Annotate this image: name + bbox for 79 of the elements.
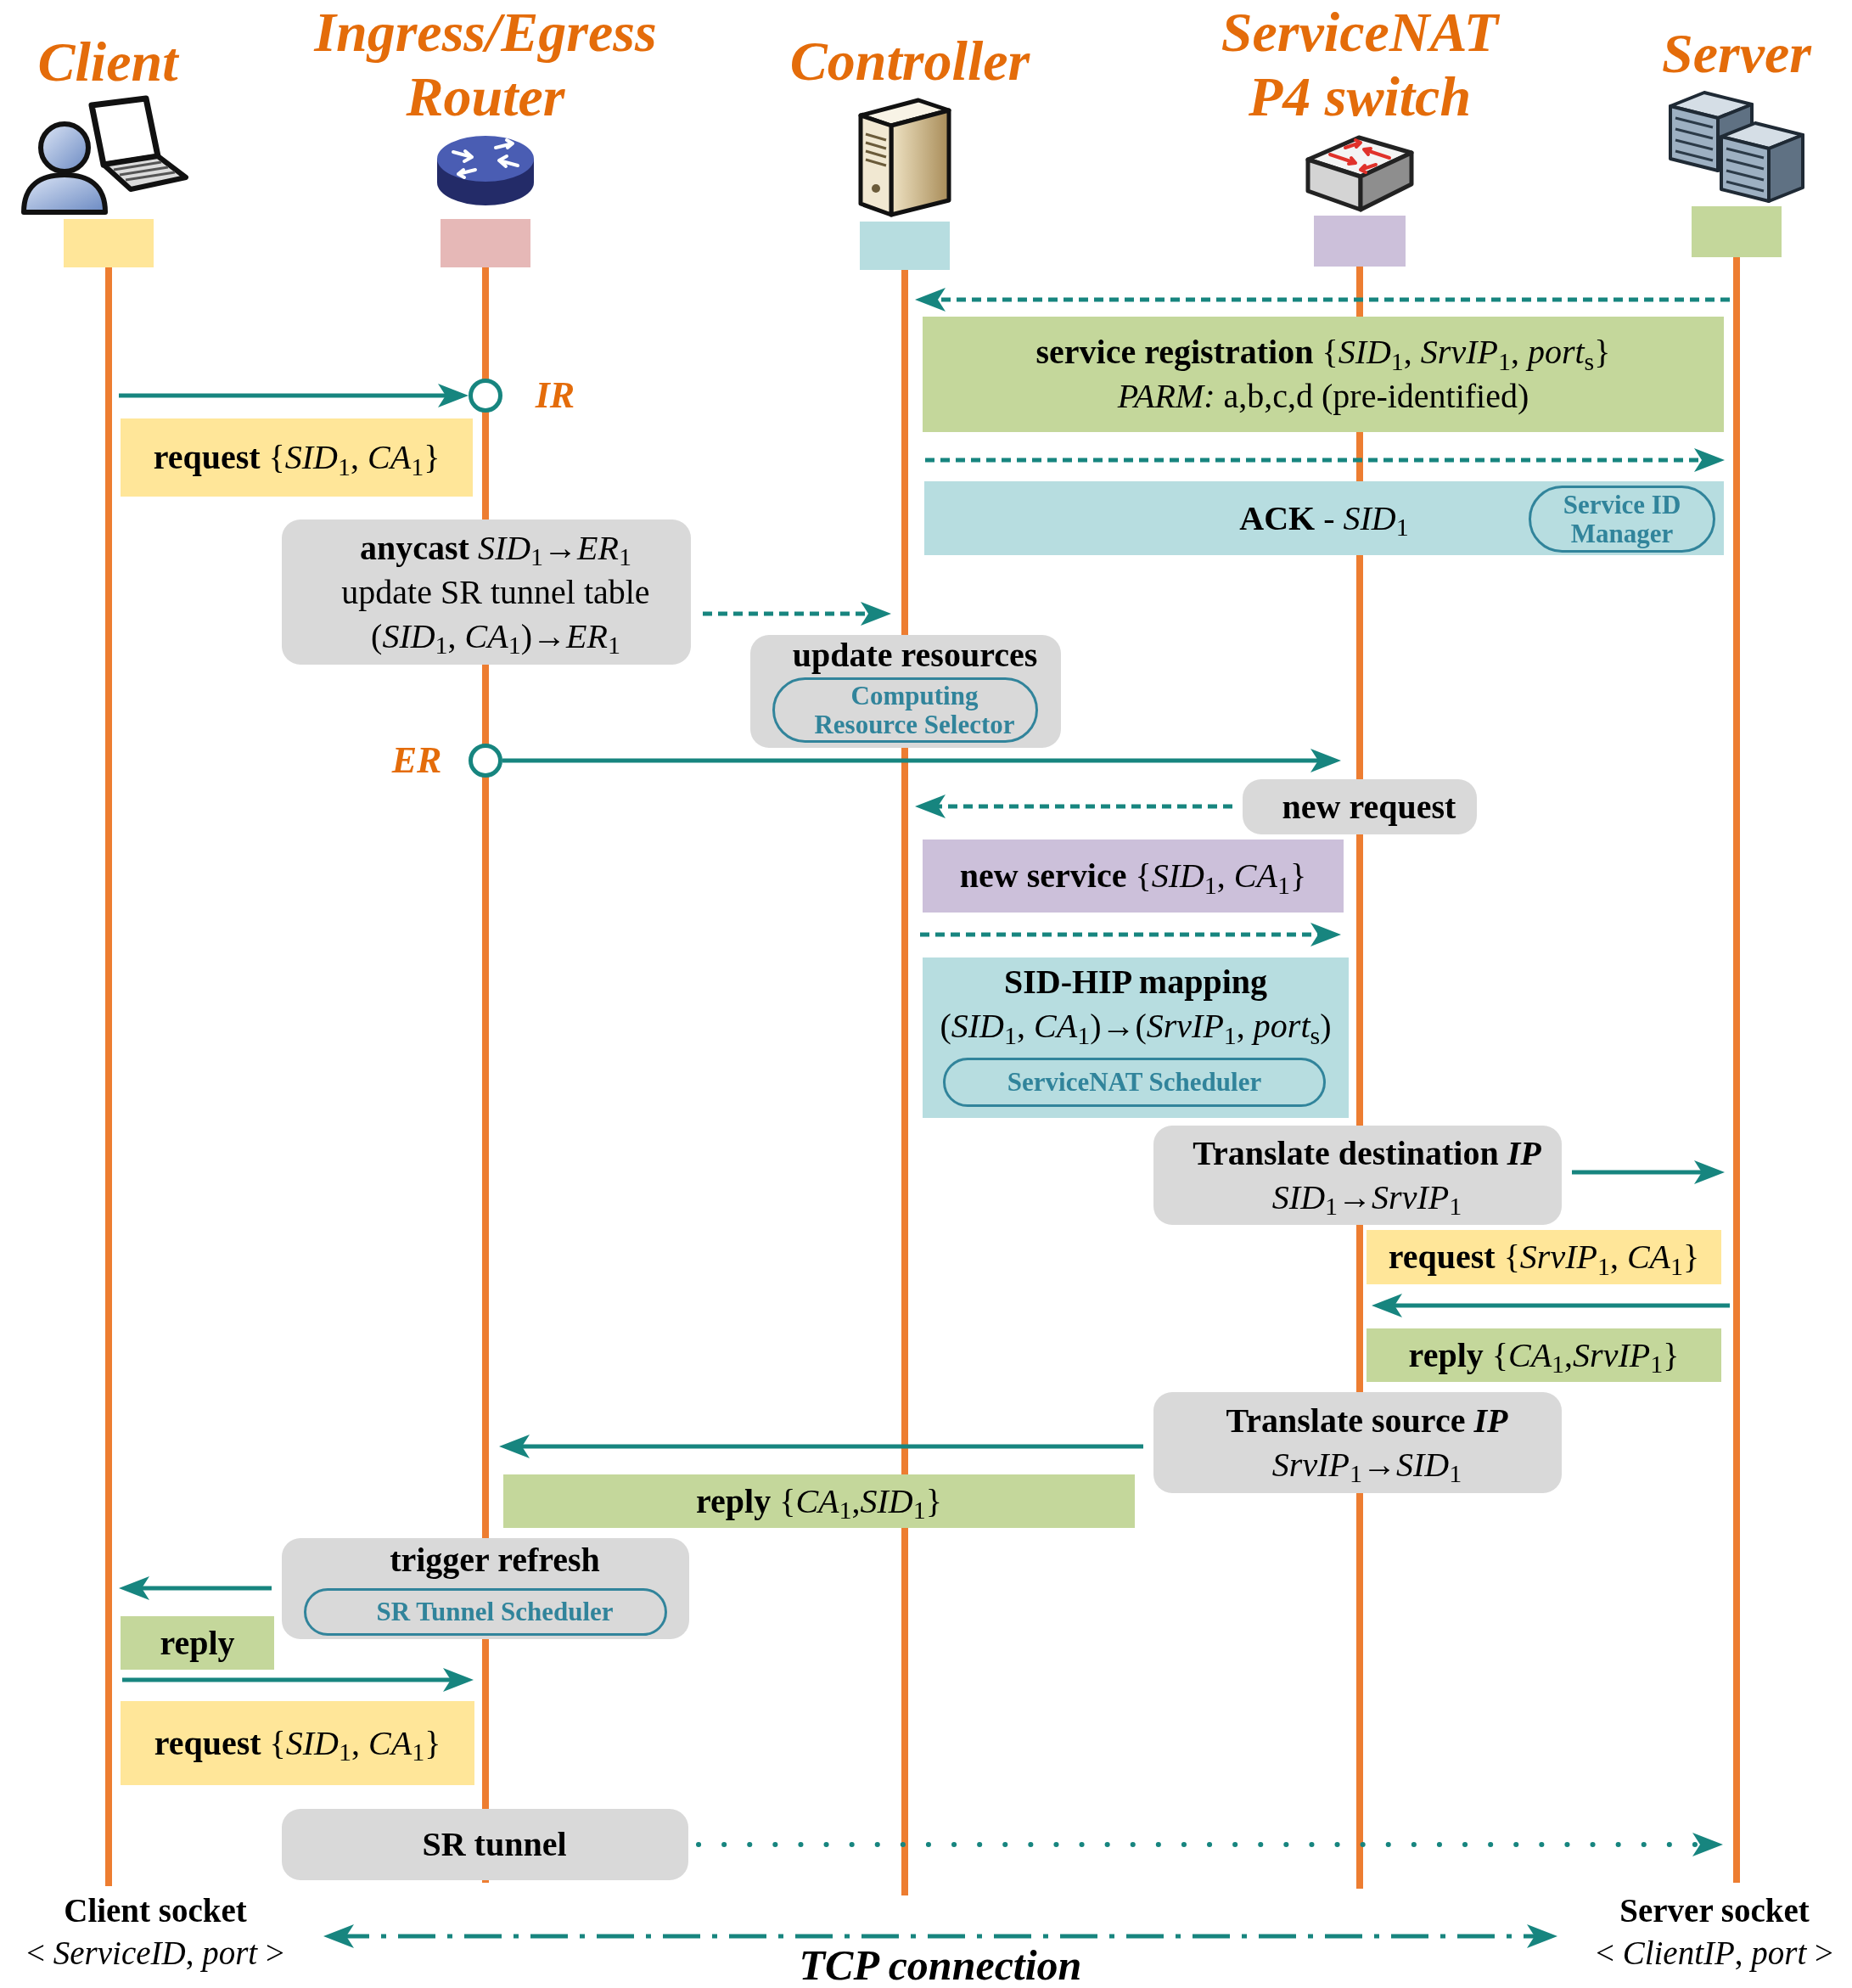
- step-box: [1243, 779, 1477, 834]
- message-text: request {SrvIP$_{1}$, CA$_{1}$}: [1388, 1237, 1700, 1279]
- participant-title: Controller: [789, 29, 1030, 93]
- arrow: [119, 384, 469, 407]
- message-text: new service {SID$_{1}$, CA$_{1}$}: [959, 856, 1307, 898]
- arrow: [1572, 1160, 1725, 1184]
- message-box: [1367, 1328, 1721, 1382]
- step-box: [1153, 1126, 1562, 1225]
- message-box: [1367, 1230, 1721, 1284]
- message-box: [121, 1701, 474, 1785]
- message-text: PARM: a,b,c,d (pre-identified): [1117, 376, 1529, 417]
- header-tab: [1314, 216, 1406, 267]
- dashed-arrow: [915, 795, 1232, 818]
- message-text: SID-HIP mapping: [1003, 962, 1268, 1002]
- module-label: Service ID Manager: [1562, 490, 1682, 548]
- socket-label: Server socket: [1619, 1891, 1810, 1930]
- message-text: service registration {SID$_{1}$, SrvIP$_{1}$, port$_{s}$}: [1035, 332, 1611, 374]
- arrow: [502, 749, 1341, 772]
- step-box: [282, 1809, 688, 1880]
- module-label: Computing Resource Selector: [813, 681, 1016, 739]
- message-box: [503, 1474, 1135, 1528]
- header-tab: [64, 219, 154, 267]
- arrow: [1372, 1294, 1730, 1317]
- step-box: [282, 1538, 689, 1639]
- participant-title: ServiceNAT P4 switch: [1220, 0, 1501, 129]
- double-dash-dot-arrow: [323, 1924, 1557, 1948]
- message-text: SrvIP$_{1}$→SID$_{1}$: [1271, 1444, 1462, 1487]
- message-text: (SID$_{1}$, CA$_{1}$)→(SrvIP$_{1}$, port$_{s}$): [940, 1006, 1332, 1048]
- arrow: [122, 1668, 474, 1692]
- interface-label: IR: [534, 373, 576, 418]
- header-tab: [441, 219, 530, 267]
- message-text: reply {CA$_{1}$,SrvIP$_{1}$}: [1408, 1334, 1680, 1378]
- lifeline: [1733, 257, 1740, 1883]
- socket-label: Client socket: [64, 1891, 247, 1930]
- step-box: [750, 635, 1061, 748]
- message-text: SID$_{1}$→SrvIP$_{1}$: [1271, 1177, 1462, 1220]
- dashed-arrow: [920, 923, 1341, 946]
- header-tab: [860, 222, 950, 270]
- message-box: [923, 840, 1344, 913]
- participant-title: Client: [37, 30, 178, 94]
- message-box: [923, 957, 1349, 1118]
- message-text: SR tunnel: [422, 1824, 567, 1865]
- message-box: [924, 481, 1724, 555]
- message-text: trigger refresh: [390, 1540, 600, 1581]
- participant-title: Server: [1662, 21, 1811, 86]
- message-text: update resources: [792, 637, 1038, 674]
- socket-label: < ClientIP, port >: [1595, 1934, 1834, 1974]
- lifeline: [105, 267, 112, 1886]
- message-box: [923, 317, 1724, 432]
- dashed-arrow: [925, 448, 1725, 472]
- dashed-arrow: [915, 288, 1730, 312]
- participant-title: Ingress/Egress Router: [312, 0, 658, 129]
- module-pill: [304, 1588, 667, 1636]
- dashed-arrow: [703, 602, 891, 626]
- message-text: request {SID$_{1}$, CA$_{1}$}: [154, 1722, 441, 1766]
- module-label: ServiceNAT Scheduler: [1007, 1068, 1262, 1097]
- arrow: [119, 1576, 272, 1600]
- message-text: reply {CA$_{1}$,SID$_{1}$}: [696, 1480, 942, 1524]
- module-pill: [943, 1058, 1326, 1107]
- message-text: reply: [160, 1622, 235, 1664]
- message-text: new request: [1282, 786, 1456, 828]
- message-box: [121, 1616, 274, 1670]
- message-box: [121, 418, 473, 497]
- dotted-arrow: [696, 1833, 1723, 1856]
- message-text: Translate destination IP: [1193, 1132, 1541, 1174]
- module-label: SR Tunnel Scheduler: [376, 1598, 614, 1626]
- message-text: update SR tunnel table (SID$_{1}$, CA$_{1}$)→ER$_{1}$: [340, 571, 651, 659]
- module-pill: [1529, 486, 1715, 553]
- socket-label: < ServiceID, port >: [26, 1934, 284, 1974]
- message-text: Translate source IP: [1226, 1400, 1508, 1441]
- message-text: request {SID$_{1}$, CA$_{1}$}: [153, 437, 441, 480]
- interface-label: ER: [390, 738, 443, 783]
- message-text: anycast SID$_{1}$→ER$_{1}$: [360, 527, 631, 570]
- step-box: [1153, 1392, 1562, 1493]
- arrow: [499, 1435, 1143, 1458]
- module-pill: [772, 677, 1038, 743]
- header-tab: [1692, 206, 1782, 257]
- message-text: ACK - SID$_{1}$: [1239, 497, 1409, 541]
- step-box: [282, 519, 691, 665]
